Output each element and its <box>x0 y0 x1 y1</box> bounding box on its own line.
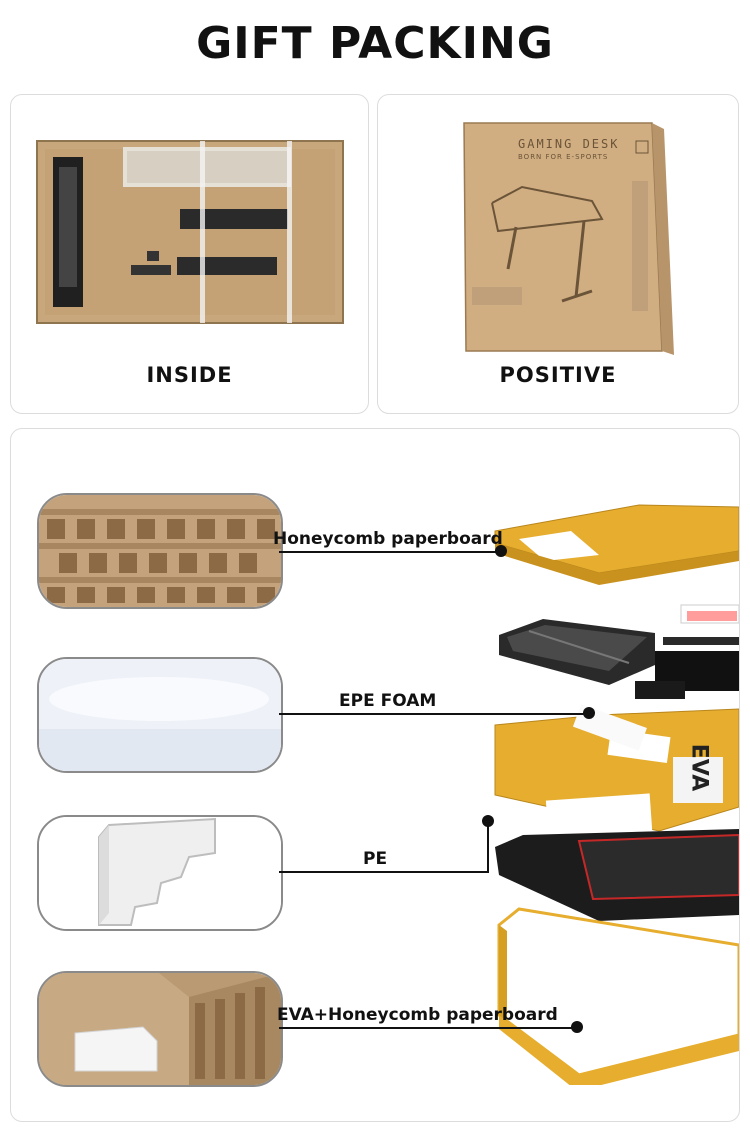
leader-line-1 <box>279 551 501 553</box>
leader-line-4 <box>279 1027 577 1029</box>
eva-honeycomb-swatch <box>37 971 283 1087</box>
leader-line-3-riser <box>487 821 489 872</box>
leader-dot-4 <box>571 1021 583 1033</box>
leader-line-3 <box>279 871 489 873</box>
epe-foam-swatch <box>37 657 283 773</box>
inside-label: INSIDE <box>146 363 233 387</box>
page-title: GIFT PACKING <box>196 18 554 69</box>
leader-dot-1 <box>495 545 507 557</box>
box-print-subtitle: BORN FOR E-SPORTS <box>518 153 609 161</box>
eva-tag: EVA <box>686 743 712 792</box>
inside-panel: INSIDE <box>10 94 369 414</box>
box-print-title: GAMING DESK <box>518 137 620 151</box>
callout-pe: PE <box>363 849 388 869</box>
positive-box-photo <box>463 122 674 355</box>
callout-honeycomb-paperboard: Honeycomb paperboard <box>273 529 503 549</box>
inside-box-photo <box>36 140 344 324</box>
leader-dot-2 <box>583 707 595 719</box>
honeycomb-paperboard-swatch <box>37 493 283 609</box>
positive-panel: GAMING DESK BORN FOR E-SPORTS POSITIVE <box>377 94 739 414</box>
positive-label: POSITIVE <box>499 363 617 387</box>
callout-epe-foam: EPE FOAM <box>339 691 437 711</box>
materials-panel: EVA Honeycomb paperboard EPE FOAM <box>10 428 740 1122</box>
leader-line-2 <box>279 713 589 715</box>
pe-swatch <box>37 815 283 931</box>
callout-eva-honeycomb: EVA+Honeycomb paperboard <box>277 1005 558 1025</box>
leader-dot-3 <box>482 815 494 827</box>
